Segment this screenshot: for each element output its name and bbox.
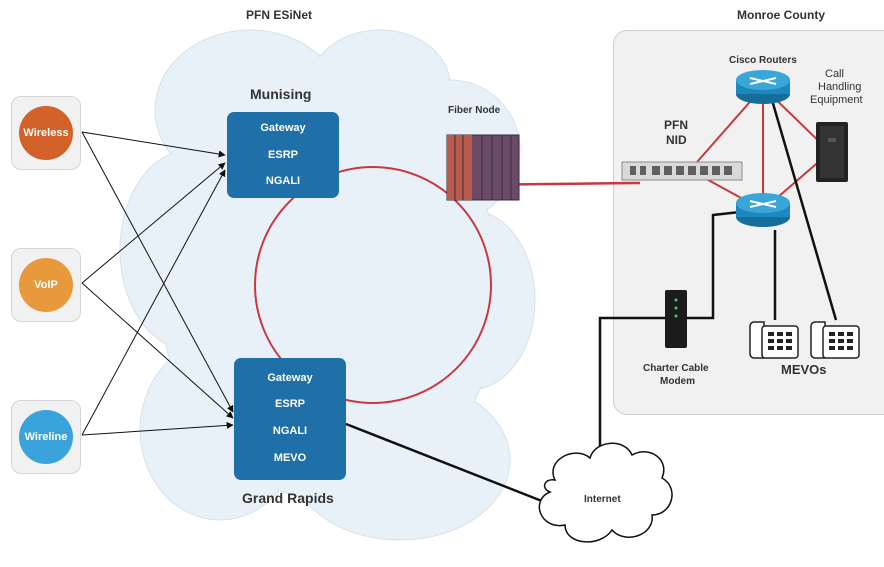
wireline-icon: Wireline [19,410,73,464]
mevo-phone-icon [749,321,799,359]
grand-rapids-label: Grand Rapids [242,490,334,506]
pfn-nid-label-1: PFN [664,118,688,132]
pfn-nid-icon [621,161,743,181]
node-item: ESRP [268,149,298,161]
node-item: ESRP [275,398,305,410]
fiber-ring [254,166,492,404]
source-arrows [81,131,234,436]
internet-label: Internet [584,494,621,505]
fiber-node-label: Fiber Node [448,105,501,116]
call-handling-label-3: Equipment [810,94,863,106]
call-handling-equipment-icon [816,122,848,182]
call-handling-label-1: Call [825,68,844,80]
mevo-phone-icon [810,321,860,359]
call-handling-label-2: Handling [818,81,862,93]
munising-node: Gateway ESRP NGALI [227,112,339,198]
black-links [345,99,838,507]
modem-label-1: Charter Cable [643,363,709,374]
munising-label: Munising [250,86,312,102]
node-item: MEVO [273,452,307,464]
node-item: Gateway [267,372,313,384]
source-voip: VoIP [11,248,81,322]
cisco-routers-label: Cisco Routers [729,55,797,66]
node-item: Gateway [260,122,306,134]
fiber-node-icon [446,134,520,201]
wireless-icon: Wireless [19,106,73,160]
modem-label-2: Modem [660,376,695,387]
esinet-title: PFN ESiNet [246,8,313,22]
router-icon-bottom [736,193,790,227]
internet-cloud [538,442,673,543]
node-item: NGALI [272,425,308,437]
source-wireless: Wireless [11,96,81,170]
grand-rapids-node: Gateway ESRP NGALI MEVO [234,358,346,480]
county-title: Monroe County [737,8,825,22]
router-icon-top [736,70,790,104]
router-links [689,86,831,211]
source-label: VoIP [34,279,58,291]
source-label: Wireless [23,127,69,139]
voip-icon: VoIP [19,258,73,312]
modem-icon [665,290,687,348]
pfn-nid-label-2: NID [666,133,687,147]
source-label: Wireline [24,431,68,443]
node-item: NGALI [265,175,301,187]
source-wireline: Wireline [11,400,81,474]
mevos-label: MEVOs [781,362,827,377]
